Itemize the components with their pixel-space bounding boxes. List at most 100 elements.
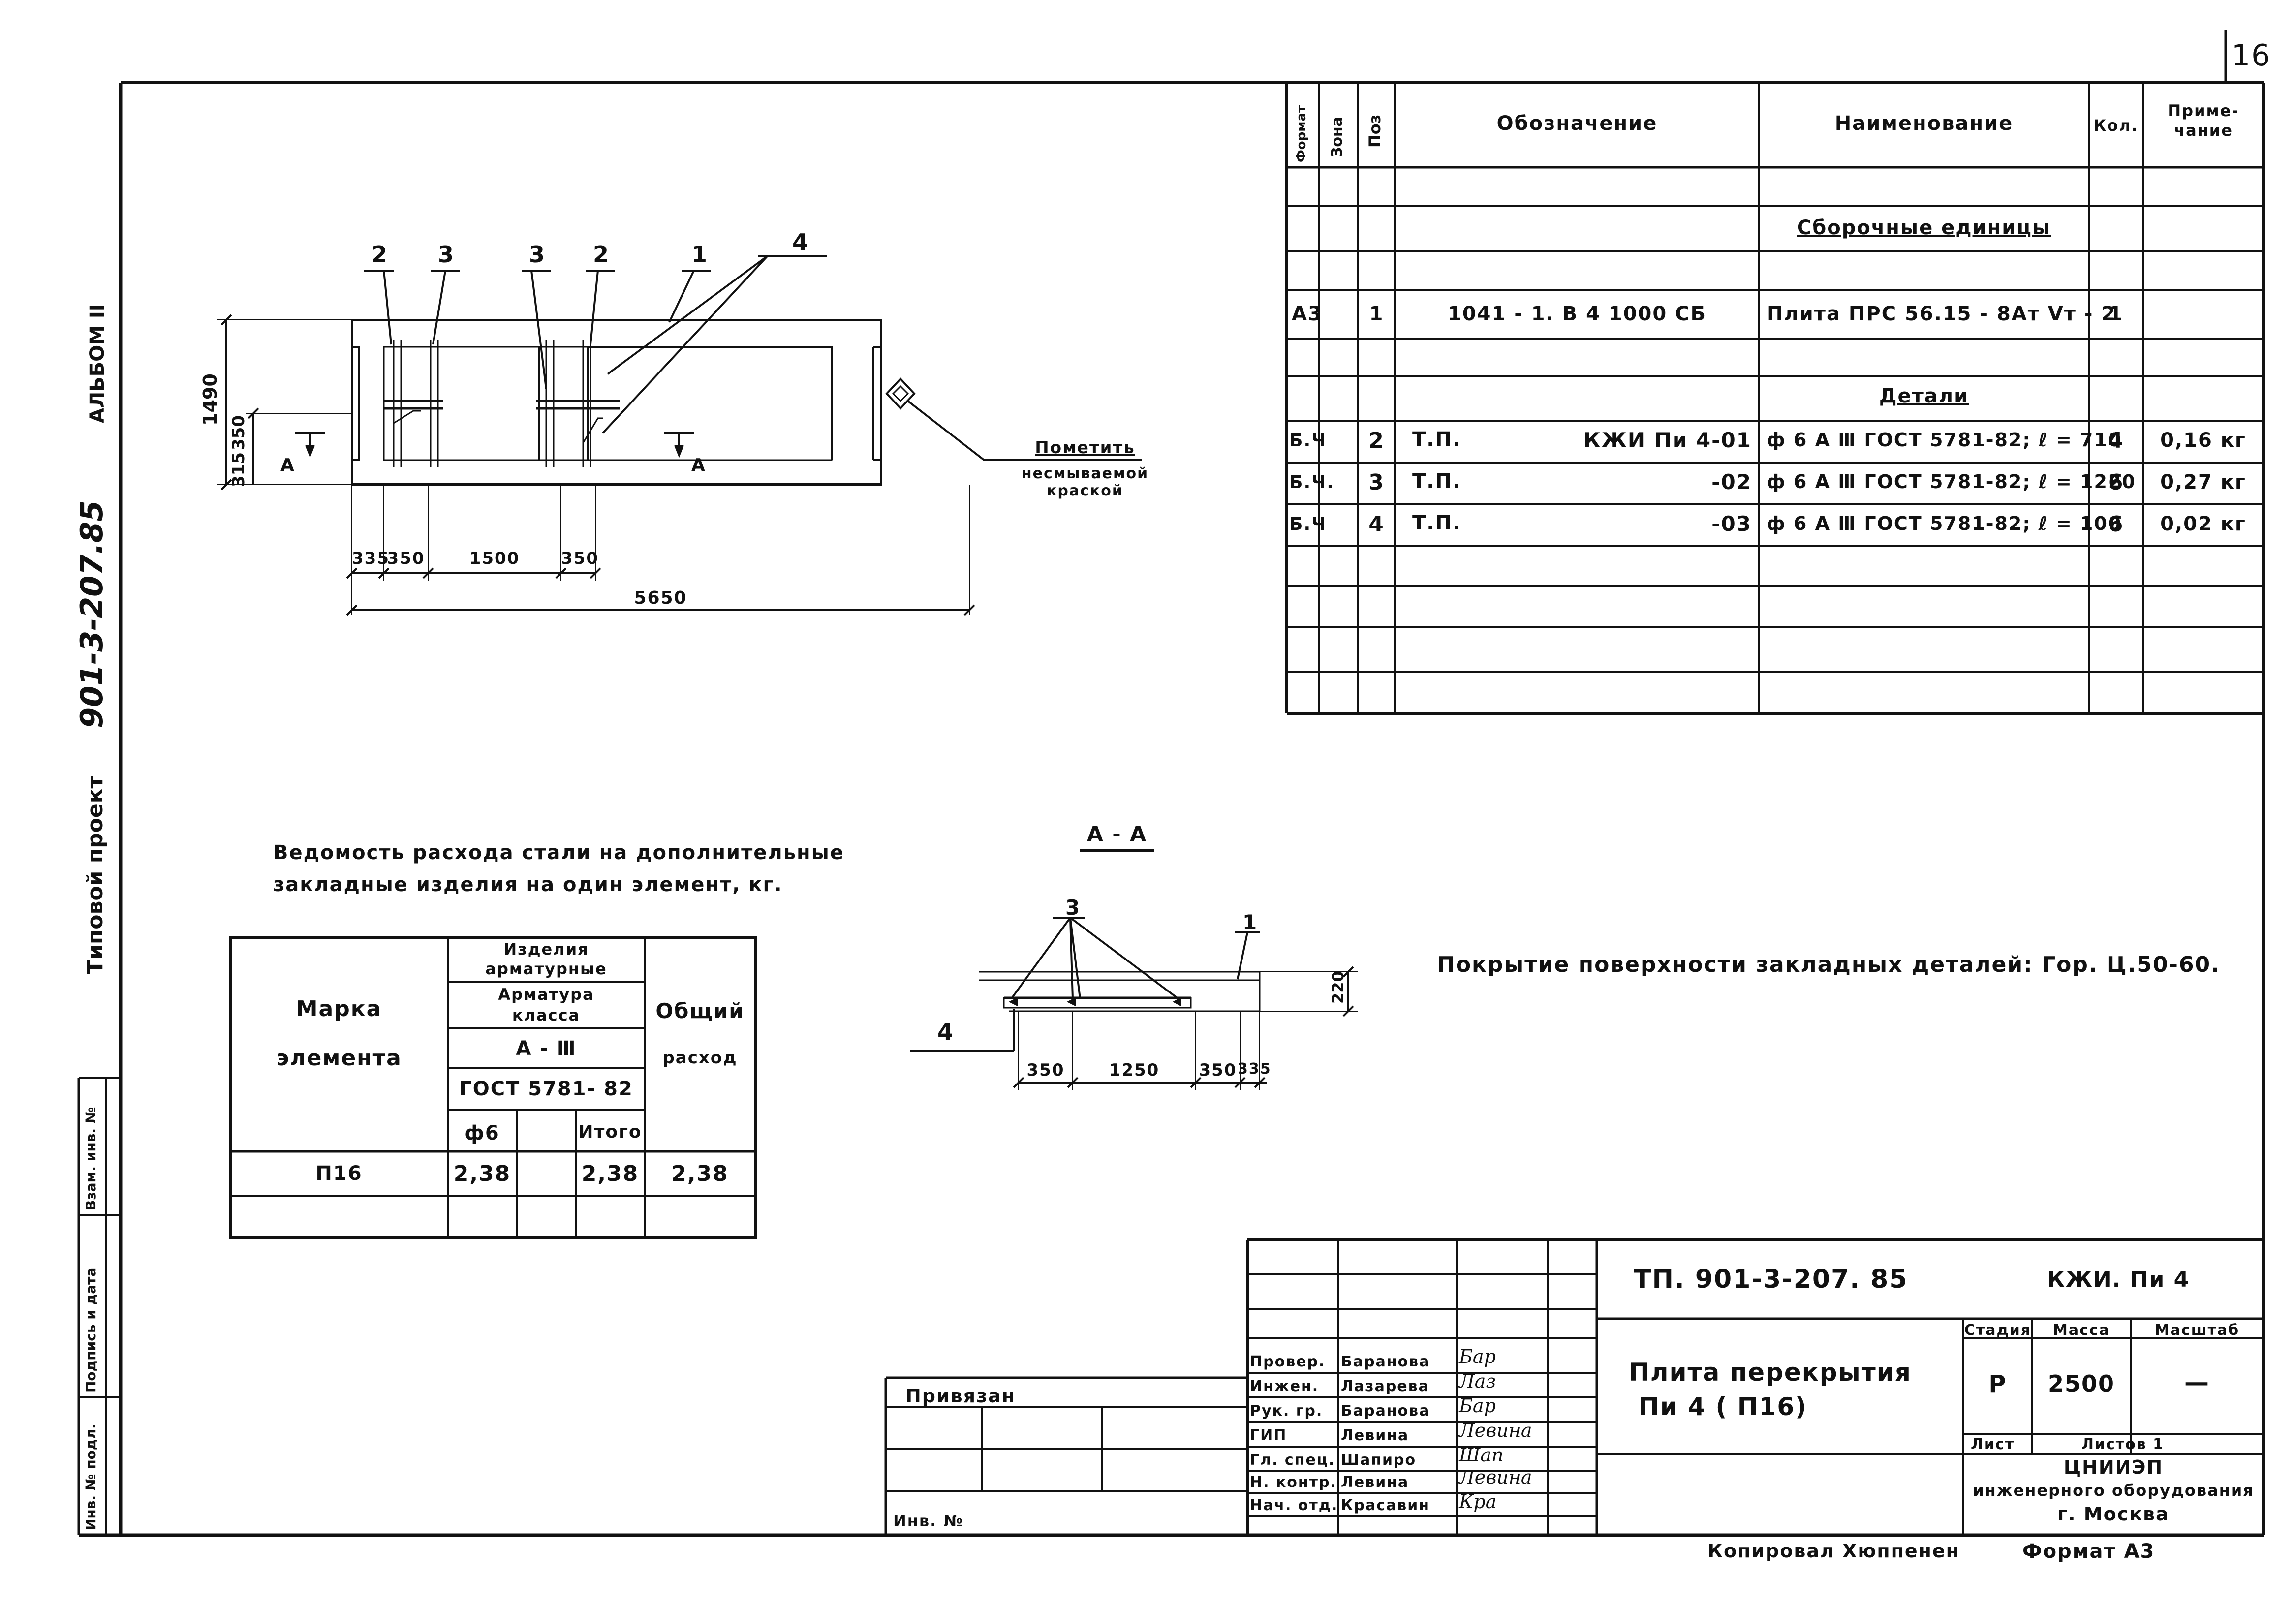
- section-dim-335: 335: [1238, 1060, 1272, 1078]
- plan-section-mark-left: А: [280, 455, 295, 475]
- steel-h-gost: ГОСТ 5781- 82: [459, 1078, 633, 1100]
- plan-dim-side2: 350: [229, 415, 248, 450]
- spec-row1-note: 0,16 кг: [2160, 429, 2246, 452]
- spec-row1-desr: КЖИ Пи 4-01: [1583, 428, 1752, 452]
- tb-name-5: Левина: [1341, 1474, 1409, 1491]
- tb-mass: 2500: [2048, 1370, 2115, 1397]
- page-number: 16: [2232, 38, 2271, 73]
- spec-assembly-format: А3: [1292, 303, 1323, 325]
- spec-row2-desl: Т.П.: [1412, 470, 1461, 493]
- tb-role-2: Рук. гр.: [1250, 1402, 1323, 1420]
- spec-table-grid: [1285, 83, 2264, 715]
- footer-format: Формат А3: [2022, 1540, 2155, 1563]
- tb-sign-1: Лаз: [1459, 1370, 1496, 1392]
- tb-scale-h: Масштаб: [2154, 1322, 2240, 1339]
- steel-row-d6: 2,38: [453, 1161, 511, 1186]
- spec-h-pos: Поз: [1365, 114, 1384, 148]
- spec-h-format: Формат: [1294, 105, 1309, 162]
- spec-row1-name: ф 6 А Ⅲ ГОСТ 5781-82; ℓ = 710: [1767, 429, 2122, 451]
- tb-sign-6: Кра: [1459, 1491, 1497, 1513]
- spec-row3-pos: 4: [1368, 512, 1385, 537]
- plan-callout-3b: 3: [529, 241, 546, 268]
- slab-plan-view: [217, 255, 1142, 616]
- spec-section-details: Детали: [1879, 385, 1969, 407]
- spec-row3-desl: Т.П.: [1412, 512, 1461, 534]
- spec-h-zone: Зона: [1329, 117, 1346, 157]
- tb-sheet: Лист: [1971, 1436, 2015, 1453]
- spec-row2-format: Б.Ч.: [1289, 472, 1334, 493]
- plan-callout-2b: 2: [593, 241, 610, 268]
- footer-copied: Копировал Хюппенен: [1707, 1540, 1960, 1562]
- tb-role-1: Инжен.: [1250, 1378, 1319, 1395]
- spec-row1-qty: 4: [2108, 428, 2124, 453]
- steel-row-common: 2,38: [671, 1161, 729, 1186]
- spec-row2-qty: 6: [2108, 470, 2124, 495]
- spec-row1-desl: Т.П.: [1412, 428, 1461, 451]
- plan-dim-total: 5650: [634, 588, 687, 608]
- steel-row-total: 2,38: [581, 1161, 639, 1186]
- tb-name-0: Баранова: [1341, 1353, 1430, 1370]
- section-dim-350a: 350: [1026, 1060, 1065, 1080]
- steel-title-line2: закладные изделия на один элемент, кг.: [273, 873, 783, 896]
- tb-role-0: Провер.: [1250, 1353, 1326, 1370]
- steel-h-products1: Изделия: [503, 940, 589, 959]
- plan-dim-350b: 350: [561, 549, 599, 568]
- steel-table-grid: [229, 936, 757, 1239]
- stamp-sign: Подпись и дата: [83, 1267, 99, 1393]
- tb-mass-h: Масса: [2053, 1322, 2110, 1339]
- tb-org-2: инженерного оборудования: [1973, 1481, 2254, 1500]
- tb-attached: Привязан: [905, 1385, 1016, 1407]
- plan-callout-3a: 3: [438, 241, 455, 268]
- tb-name-1: Лазарева: [1341, 1378, 1429, 1395]
- tb-code: ТП. 901-3-207. 85: [1634, 1265, 1908, 1294]
- plan-dim-1500: 1500: [469, 549, 520, 568]
- plan-dim-335: 335: [352, 549, 390, 568]
- spec-row3-format: Б.Ч: [1289, 514, 1327, 534]
- tb-sign-2: Бар: [1459, 1395, 1496, 1417]
- steel-h-mark1: Марка: [296, 996, 382, 1022]
- tb-sign-5: Левина: [1459, 1466, 1532, 1488]
- album-label: АЛЬБОМ II: [86, 304, 109, 423]
- section-a-a: [910, 849, 1358, 1090]
- coating-note: Покрытие поверхности закладных деталей: …: [1437, 952, 2220, 977]
- spec-h-designation: Обозначение: [1496, 112, 1658, 135]
- tb-role-6: Нач. отд.: [1250, 1497, 1338, 1514]
- title-block-grid: [884, 1238, 2264, 1535]
- tb-name-4: Шапиро: [1341, 1452, 1417, 1469]
- spec-row3-name: ф 6 А Ⅲ ГОСТ 5781-82; ℓ = 100: [1767, 513, 2122, 534]
- tb-title-2: Пи 4 ( П16): [1639, 1393, 1808, 1421]
- plan-note-line2: несмываемой: [1021, 465, 1149, 482]
- project-code: 901-3-207.85: [74, 500, 110, 728]
- steel-h-d6: ф6: [465, 1122, 500, 1145]
- spec-h-name: Наименование: [1834, 112, 2014, 135]
- spec-h-note: Приме-чание: [2168, 101, 2239, 140]
- plan-note-line1: Пометить: [1035, 438, 1135, 458]
- plan-dim-350a: 350: [387, 549, 425, 568]
- tb-org-1: ЦНИИЭП: [2063, 1456, 2164, 1478]
- steel-h-rebar1: Арматура: [498, 985, 594, 1004]
- section-title: А - А: [1087, 822, 1147, 846]
- spec-row2-desr: -02: [1711, 470, 1752, 494]
- steel-h-mark2: элемента: [276, 1046, 402, 1071]
- plan-dim-height: 1490: [199, 373, 221, 426]
- spec-assembly-pos: 1: [1369, 303, 1384, 325]
- spec-assembly-qty: 1: [2109, 303, 2123, 325]
- tb-name-3: Левина: [1341, 1427, 1409, 1444]
- tb-role-3: ГИП: [1250, 1427, 1287, 1444]
- steel-h-common2: расход: [662, 1048, 738, 1068]
- plan-callout-1: 1: [691, 241, 709, 268]
- spec-h-qty: Кол.: [2093, 116, 2139, 135]
- tb-inv: Инв. №: [893, 1512, 963, 1530]
- spec-row3-note: 0,02 кг: [2160, 513, 2246, 535]
- section-callout-4: 4: [937, 1019, 955, 1045]
- plan-callout-2a: 2: [372, 241, 389, 268]
- spec-row2-note: 0,27 кг: [2160, 471, 2246, 494]
- spec-row3-qty: 6: [2108, 512, 2124, 537]
- tb-stage: Р: [1988, 1370, 2007, 1398]
- steel-h-common1: Общий: [655, 999, 745, 1023]
- section-callout-3: 3: [1065, 896, 1081, 920]
- plan-dim-side: 315: [229, 452, 248, 487]
- spec-row2-name: ф 6 А Ⅲ ГОСТ 5781-82; ℓ = 1220: [1767, 471, 2136, 493]
- tb-sign-0: Бар: [1459, 1346, 1496, 1367]
- spec-row1-format: Б.Ч: [1289, 431, 1327, 451]
